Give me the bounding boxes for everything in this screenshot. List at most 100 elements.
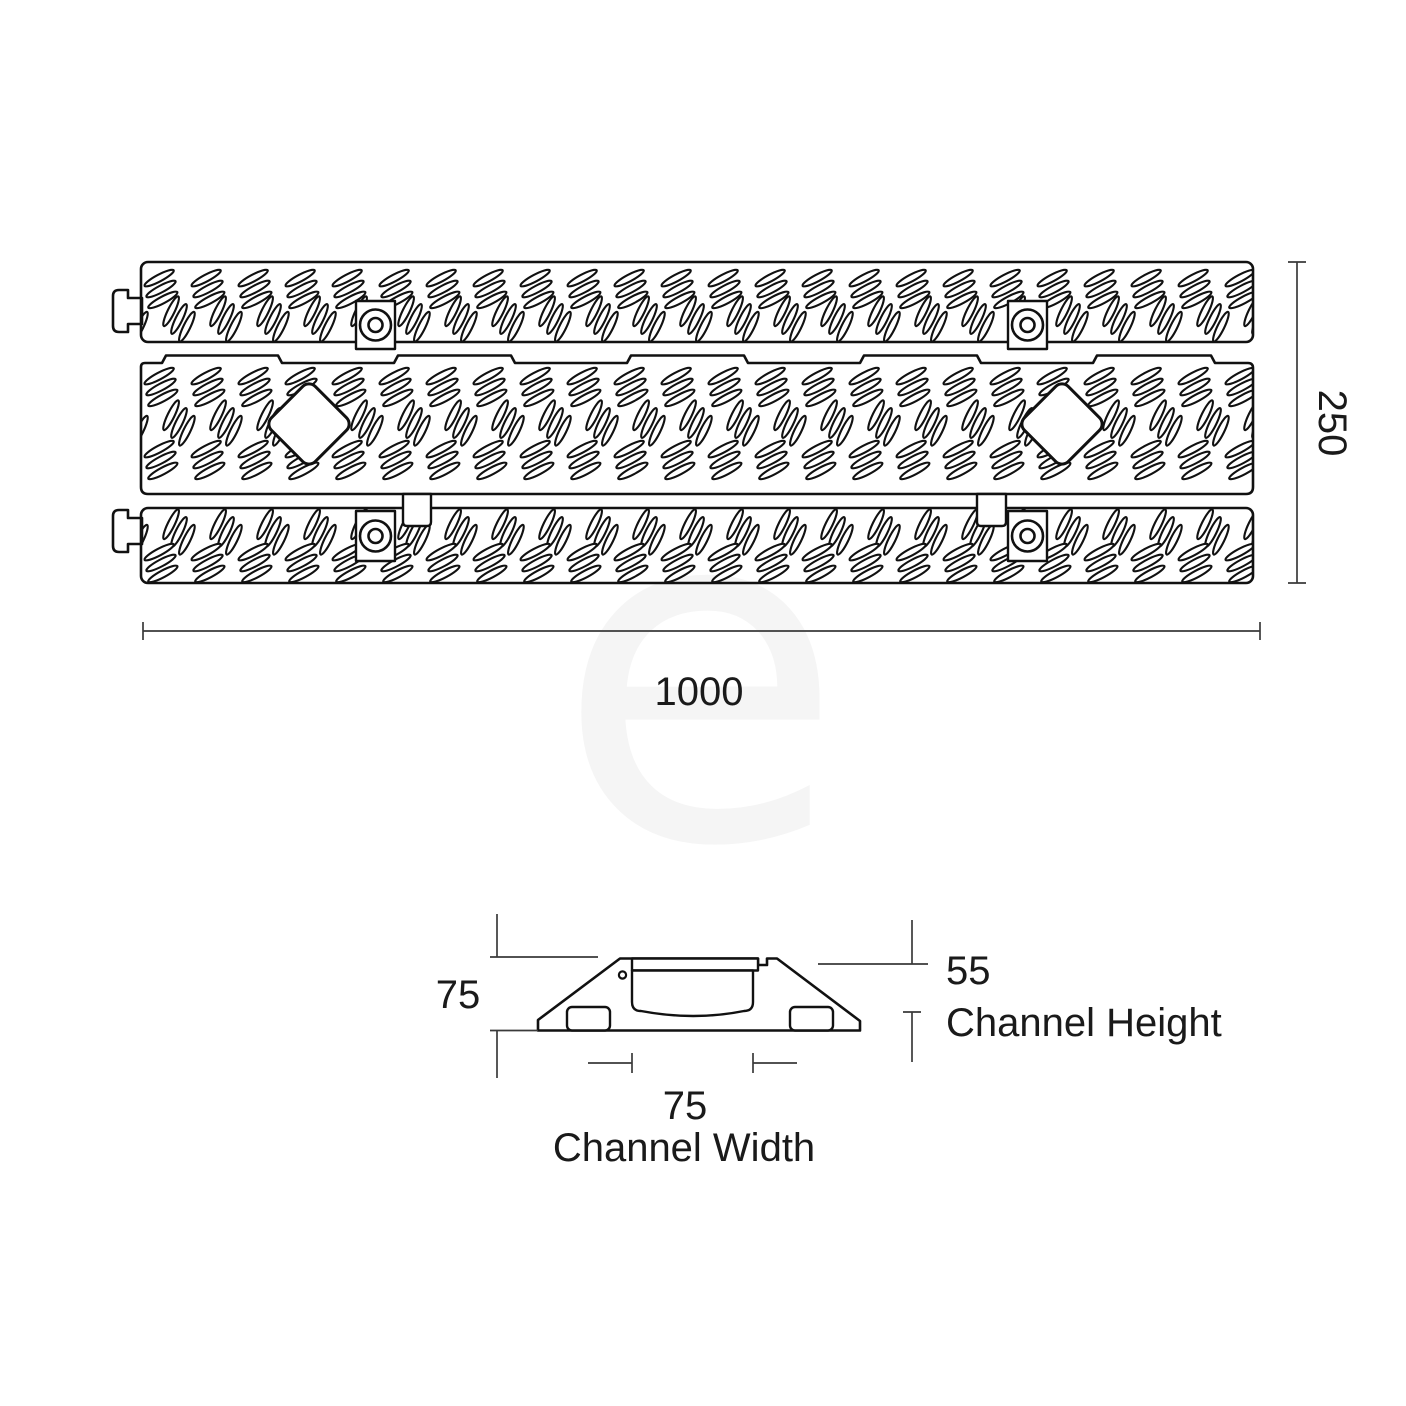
checker-tread (444, 508, 478, 556)
section-hinge-pin (617, 970, 628, 980)
overall-height-dimension-label: 75 (436, 973, 481, 1017)
section-lid-plate (630, 957, 760, 972)
checker-tread (284, 542, 320, 583)
checker-tread (1130, 268, 1166, 310)
checker-tread (989, 439, 1025, 481)
rivet-bottom-right (1006, 509, 1049, 563)
checker-tread (566, 366, 602, 408)
checker-tread (331, 439, 367, 481)
checker-tread (942, 542, 978, 583)
dimension-lines (142, 261, 1306, 1078)
checker-tread (566, 268, 602, 310)
checker-texture-bottom-strip (141, 508, 1253, 583)
channel-width-dimension-label: 75 (663, 1084, 708, 1128)
checker-tread (143, 439, 179, 481)
checker-tread (162, 399, 196, 447)
checker-texture-top-strip (141, 268, 1253, 342)
checker-tread (1102, 295, 1136, 342)
checker-tread (331, 268, 367, 310)
checker-tread (1243, 399, 1253, 439)
checker-tread (585, 399, 619, 447)
checker-tread (848, 366, 884, 408)
checker-tread (378, 366, 414, 408)
checker-tread (801, 366, 837, 408)
checker-tread (848, 268, 884, 310)
checker-tread (141, 310, 149, 342)
section-cable-channel (630, 969, 755, 1018)
checker-tread (472, 366, 508, 408)
checker-tread (754, 268, 790, 310)
length-dimension-label: 1000 (655, 670, 744, 714)
checker-tread (914, 508, 948, 556)
checker-tread (1083, 542, 1119, 583)
checker-tread (1224, 542, 1253, 583)
checker-tread (679, 399, 713, 447)
checker-tread (519, 439, 555, 481)
hinge-peg-left (401, 492, 433, 528)
top-view (111, 260, 1255, 585)
rivet-top-left (354, 299, 397, 351)
checker-tread (209, 399, 243, 447)
checker-tread (848, 542, 884, 583)
checker-tread (660, 439, 696, 481)
checker-tread (1083, 439, 1119, 481)
checker-tread (143, 268, 179, 310)
checker-tread (472, 439, 508, 481)
checker-tread (237, 268, 273, 310)
checker-tread (801, 542, 837, 583)
checker-tread (1130, 439, 1166, 481)
checker-tread (1177, 366, 1213, 408)
checker-tread (613, 439, 649, 481)
middle-lid-outline (139, 354, 1255, 496)
rivet-top-right (1006, 299, 1049, 351)
checker-tread (707, 366, 743, 408)
checker-tread (141, 414, 149, 447)
checker-tread (538, 295, 572, 342)
cross-section-view (536, 957, 862, 1032)
connector-tab-top (111, 288, 144, 334)
checker-tread (1224, 366, 1253, 408)
checker-tread (284, 268, 320, 310)
checker-tread (707, 439, 743, 481)
checker-tread (1149, 399, 1183, 447)
checker-tread (1055, 295, 1089, 342)
checker-tread (425, 268, 461, 310)
checker-tread (566, 542, 602, 583)
checker-tread (1196, 295, 1230, 342)
checker-tread (660, 366, 696, 408)
checker-tread (425, 366, 461, 408)
checker-tread (773, 508, 807, 556)
checker-tread (754, 439, 790, 481)
checker-tread (867, 295, 901, 342)
checker-tread (660, 268, 696, 310)
checker-tread (754, 542, 790, 583)
checker-tread (1177, 439, 1213, 481)
width-dimension-label: 250 (1310, 390, 1354, 457)
checker-tread (190, 542, 226, 583)
checker-tread (1177, 542, 1213, 583)
checker-tread (519, 268, 555, 310)
checker-tread (613, 542, 649, 583)
channel-height-dimension-label: 55 (946, 949, 991, 993)
checker-tread (209, 295, 243, 342)
channel-width-text-label: Channel Width (553, 1126, 815, 1170)
checker-tread (566, 439, 602, 481)
checker-tread (707, 542, 743, 583)
diamond-handhold-left (267, 382, 351, 466)
checker-tread (425, 542, 461, 583)
checker-tread (820, 508, 854, 556)
checker-tread (303, 508, 337, 556)
checker-tread (867, 508, 901, 556)
checker-tread (585, 295, 619, 342)
checker-tread (1130, 366, 1166, 408)
checker-tread (1224, 268, 1253, 310)
checker-tread (942, 366, 978, 408)
checker-tread (989, 366, 1025, 408)
checker-tread (820, 295, 854, 342)
checker-tread (613, 366, 649, 408)
checker-tread (895, 542, 931, 583)
checker-tread (848, 439, 884, 481)
checker-tread (895, 268, 931, 310)
